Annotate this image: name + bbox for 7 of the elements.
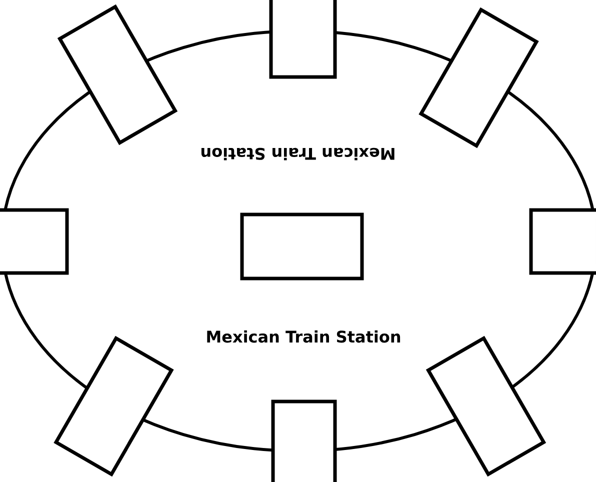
station-label: Mexican Train Station bbox=[207, 330, 400, 343]
tile-box bbox=[0, 208, 69, 275]
centre-box bbox=[240, 212, 364, 280]
tile-box bbox=[271, 400, 337, 482]
tile-box bbox=[269, 0, 337, 79]
tile-box bbox=[529, 208, 596, 275]
station-label: Mexican Train Station bbox=[201, 148, 394, 160]
